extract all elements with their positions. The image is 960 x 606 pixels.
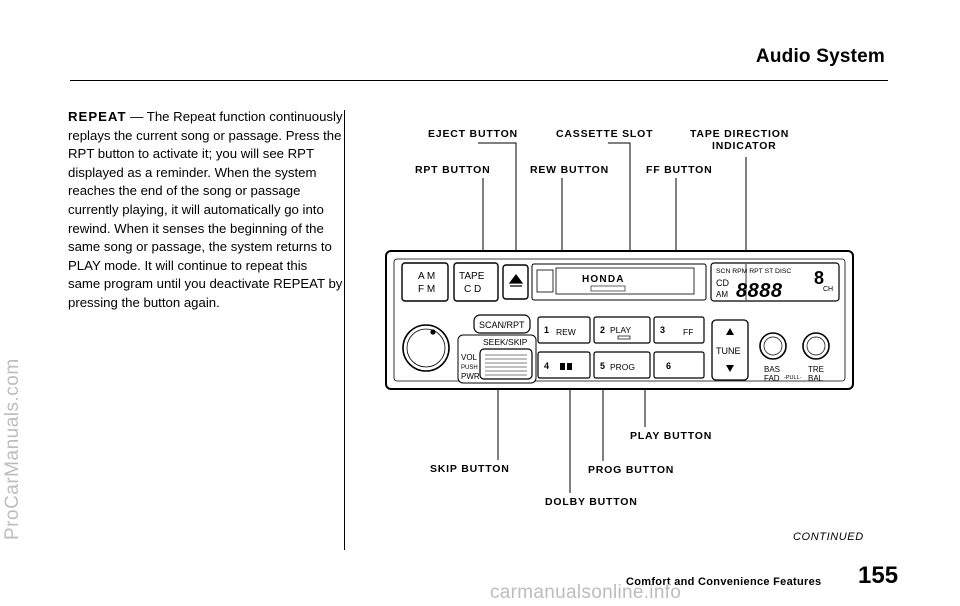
preset-1-number: 1 [544,325,549,335]
preset-1-rew-button[interactable] [537,316,591,344]
repeat-paragraph: REPEAT — The Repeat function continuousl… [68,108,343,313]
tape-direction-label-2: INDICATOR [712,140,777,152]
body-text: REPEAT — The Repeat function continuousl… [68,108,343,313]
tune-rocker[interactable] [711,319,749,381]
bas-label: BAS [764,365,780,374]
header-rule [70,80,888,81]
prog-label: PROG [610,362,635,372]
brand-logo: HONDA [582,274,625,285]
bal-label: BAL [808,374,824,383]
rew-button-label: REW BUTTON [530,164,609,176]
preset-5-number: 5 [600,361,605,371]
column-divider [344,110,345,550]
display-am: AM [716,290,728,299]
tre-label: TRE [808,365,824,374]
play-label: PLAY [610,325,631,335]
skip-button-label: SKIP BUTTON [430,463,510,475]
push-label: PUSH [461,365,478,371]
watermark-left: ProCarManuals.com [2,358,23,540]
repeat-term: REPEAT [68,109,127,124]
preset-5-prog-button[interactable] [593,351,651,379]
radio-unit: A M F M TAPE C D HONDA SCN RPM RPT ST DI… [385,250,854,390]
display-digits: 8888 [736,280,783,302]
page-number: 155 [858,562,899,589]
scan-rpt-label: SCAN/RPT [479,320,525,330]
display-indicators: SCN RPM RPT ST DISC [716,268,791,275]
tune-up-icon [726,328,734,335]
dolby-icon [560,363,572,370]
tape-label: TAPE [459,271,485,282]
radio-diagram: EJECT BUTTON CASSETTE SLOT TAPE DIRECTIO… [385,128,854,508]
preset-3-number: 3 [660,325,665,335]
tune-down-icon [726,365,734,372]
cassette-slot [531,263,707,301]
tape-cd-button[interactable] [453,262,499,302]
ff-label: FF [683,327,693,337]
ff-button-label: FF BUTTON [646,164,713,176]
scan-rpt-button[interactable] [473,314,531,334]
tape-direction-label: TAPE DIRECTION [690,128,789,140]
preset-3-ff-button[interactable] [653,316,705,344]
fad-label: FAD [764,374,780,383]
seek-skip-label: SEEK/SKIP [483,337,528,347]
watermark-bottom: carmanualsonline.info [490,582,682,603]
vol-label: VOL [461,353,478,362]
page-title: Audio System [755,46,885,67]
tune-label: TUNE [716,346,741,356]
preset-2-play-button[interactable] [593,316,651,344]
display-cd: CD [716,278,729,288]
rew-label: REW [556,327,576,337]
eject-icon [508,274,524,287]
cassette-slot-label: CASSETTE SLOT [556,128,653,140]
lcd-display [710,262,840,302]
preset-6-number: 6 [666,361,671,371]
continued-label: CONTINUED [793,531,864,543]
dolby-button-label: DOLBY BUTTON [545,496,638,508]
volume-knob[interactable] [402,324,450,372]
display-disc-number: 8 [814,268,824,288]
am-fm-button[interactable] [401,262,449,302]
footer-section-title: Comfort and Convenience Features [626,576,822,588]
pwr-label: PWR [461,372,480,381]
fm-label: F M [418,284,435,295]
display-ch: CH [823,286,833,293]
preset-2-number: 2 [600,325,605,335]
rpt-button-label: RPT BUTTON [415,164,490,176]
am-label: A M [418,271,435,282]
play-button-label: PLAY BUTTON [630,430,712,442]
prog-button-label: PROG BUTTON [588,464,674,476]
pull-label: -PULL- [784,375,802,381]
cd-label: C D [464,284,481,295]
repeat-description: — The Repeat function continuously repla… [68,109,343,310]
preset-4-number: 4 [544,361,549,371]
eject-button-label: EJECT BUTTON [428,128,518,140]
seek-skip-rocker[interactable] [479,348,533,380]
preset-6-button[interactable] [653,351,705,379]
